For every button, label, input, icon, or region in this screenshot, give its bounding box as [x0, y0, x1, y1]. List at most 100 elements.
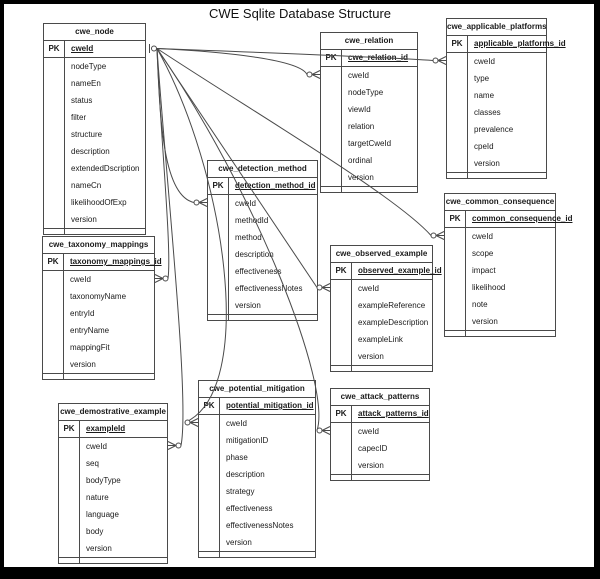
field: likelihoodOfExp: [71, 198, 127, 207]
frame-border-top: [0, 0, 600, 4]
field: exampleLink: [358, 335, 403, 344]
field: version: [226, 538, 252, 547]
pk-row: PK observed_example_id: [331, 263, 442, 280]
field: cweId: [358, 427, 379, 436]
pk-column-spacer: [331, 366, 352, 371]
pk-row: PK cweId: [44, 41, 145, 58]
pk-column-spacer: [321, 187, 342, 192]
field: targetCweId: [348, 139, 392, 148]
field: version: [235, 301, 261, 310]
pk-column-spacer: [321, 67, 342, 186]
fields-cell: cweId capecID version: [352, 423, 429, 474]
field: body: [86, 527, 104, 536]
pk-label: PK: [321, 50, 342, 66]
pk-row: PK detection_method_id: [208, 178, 317, 195]
pk-field: common_consequence_id: [472, 214, 573, 223]
pk-field: detection_method_id: [235, 181, 316, 190]
frame-border-left: [0, 0, 4, 579]
pk-column-spacer: [44, 229, 65, 234]
pk-label: PK: [59, 421, 80, 437]
fields-cell: cweId methodId method description effectiven…: [229, 195, 317, 314]
pk-column-spacer: [331, 475, 352, 480]
field: mappingFit: [70, 343, 110, 352]
pk-column-spacer: [59, 438, 80, 557]
pk-label: PK: [445, 211, 466, 227]
field: nodeType: [348, 88, 384, 97]
pk-label: PK: [447, 36, 468, 52]
pk-field: observed_example_id: [358, 266, 442, 275]
bottom-strip: [44, 228, 145, 234]
field: phase: [226, 453, 248, 462]
field: structure: [71, 130, 103, 139]
entity-title: cwe_detection_method: [208, 161, 317, 178]
bottom-strip: [59, 557, 167, 563]
field: viewId: [348, 105, 371, 114]
page-title: CWE Sqlite Database Structure: [208, 6, 392, 21]
pk-column-spacer: [445, 228, 466, 330]
pk-column-spacer: [199, 552, 220, 557]
field: ordinal: [348, 156, 373, 165]
field: type: [474, 74, 490, 83]
pk-column-spacer: [208, 315, 229, 320]
field: extendedDscription: [71, 164, 140, 173]
field: version: [472, 317, 498, 326]
pk-label: PK: [331, 263, 352, 279]
pk-field: cweId: [71, 44, 94, 53]
field: methodId: [235, 216, 269, 225]
field: description: [71, 147, 110, 156]
field: version: [86, 544, 112, 553]
field: language: [86, 510, 119, 519]
pk-row: PK taxonomy_mappings_id: [43, 254, 162, 271]
pk-row: PK common_consequence_id: [445, 211, 572, 228]
field: cweId: [70, 275, 91, 284]
pk-column-spacer: [445, 331, 466, 336]
field: description: [235, 250, 274, 259]
field: effectiveness: [235, 267, 282, 276]
pk-column-spacer: [43, 271, 64, 373]
entity-title: cwe_potential_mitigation: [199, 381, 315, 398]
field: cweId: [235, 199, 256, 208]
pk-field: attack_patterns_id: [358, 409, 429, 418]
field: note: [472, 300, 488, 309]
field: version: [474, 159, 500, 168]
field: impact: [472, 266, 496, 275]
pk-column-spacer: [331, 423, 352, 474]
pk-column-spacer: [331, 280, 352, 365]
pk-label: PK: [43, 254, 64, 270]
field: mitigationID: [226, 436, 269, 445]
pk-column-spacer: [447, 53, 468, 172]
field: strategy: [226, 487, 255, 496]
bottom-strip: [445, 330, 555, 336]
pk-field: taxonomy_mappings_id: [70, 257, 162, 266]
field: prevalence: [474, 125, 514, 134]
entity-title: cwe_demostrative_example: [59, 404, 167, 421]
field: capecID: [358, 444, 388, 453]
pk-field: applicable_platforms_id: [474, 39, 566, 48]
field: seq: [86, 459, 99, 468]
pk-label: PK: [44, 41, 65, 57]
field: method: [235, 233, 262, 242]
pk-column-spacer: [44, 58, 65, 228]
pk-label: PK: [208, 178, 229, 194]
field: scope: [472, 249, 494, 258]
entity-title: cwe_node: [44, 24, 145, 41]
field: version: [71, 215, 97, 224]
field: version: [358, 461, 384, 470]
